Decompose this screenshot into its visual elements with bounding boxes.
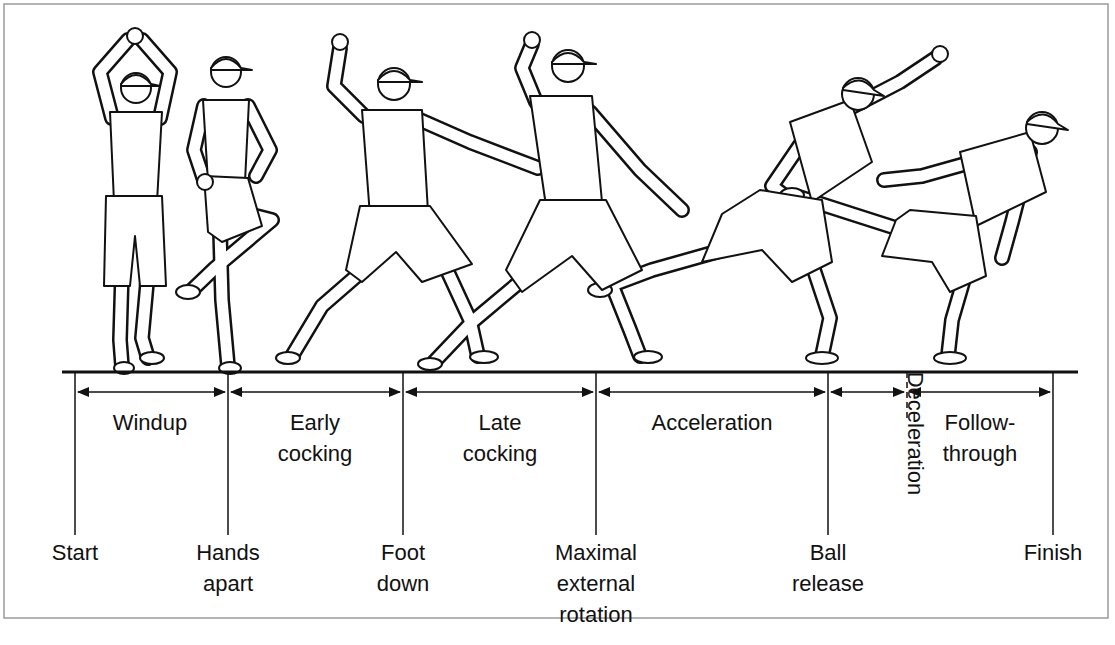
phase-label: Windup — [80, 408, 220, 439]
phase-label: Acceleration — [612, 408, 812, 439]
event-label: Hands apart — [182, 538, 274, 600]
event-label: Start — [35, 538, 115, 569]
phase-timeline — [62, 372, 1078, 535]
phase-label: Late cocking — [444, 408, 556, 470]
event-label: Maximal external rotation — [534, 538, 658, 630]
phase-label: Deceleration — [899, 372, 930, 496]
event-label: Ball release — [782, 538, 874, 600]
phase-label: Follow- through — [928, 408, 1032, 470]
event-label: Finish — [1013, 538, 1093, 569]
event-label: Foot down — [361, 538, 445, 600]
phase-label: Early cocking — [259, 408, 371, 470]
pitcher-figures — [100, 28, 1068, 374]
frame — [4, 4, 1108, 618]
